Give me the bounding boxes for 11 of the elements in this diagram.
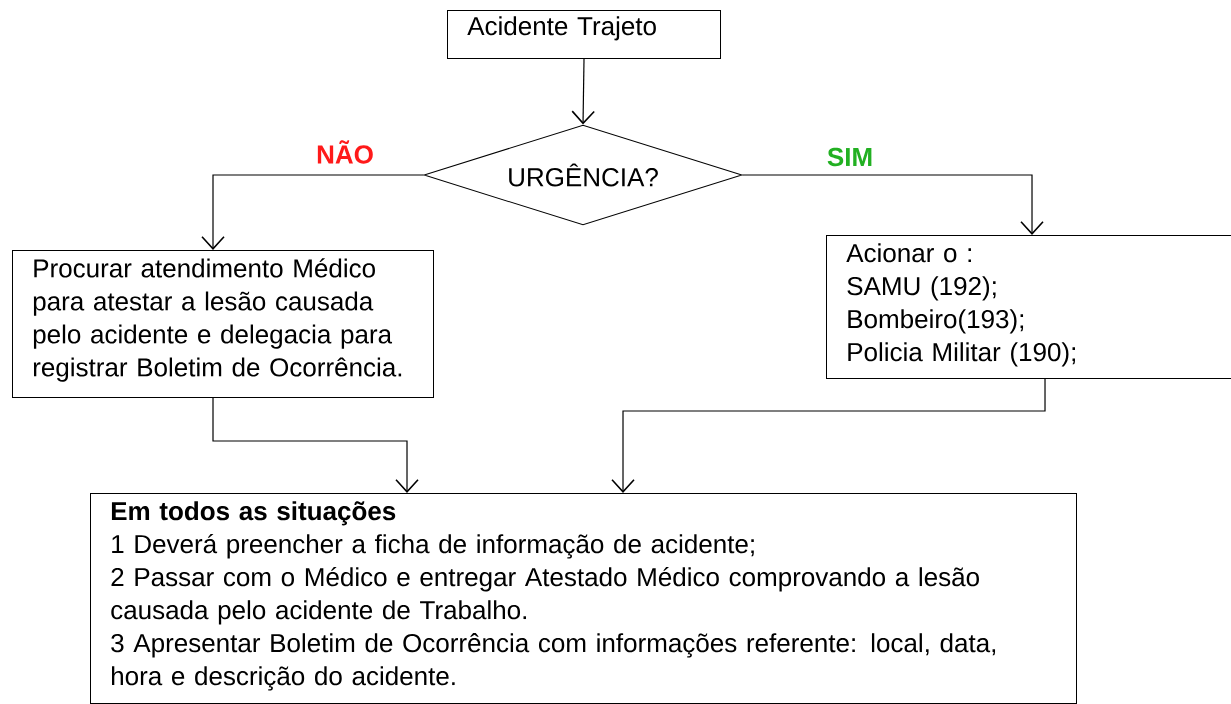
process-box: Em todos as situações 1 Deverá preencher a ficha de informação de acidente; 2 Passar com o Médico e entregar Atestado Médico comprovando a lesão causada pelo acidente de Trabalho. 3 Apresentar Boletim de Ocorrência com informações referente: local, data, hora e descrição do acidente. xyxy=(90,493,1077,704)
arrow xyxy=(571,58,595,125)
arrow xyxy=(611,378,1046,493)
edge-label: SIM xyxy=(825,146,875,168)
process-box: Acidente Trajeto xyxy=(447,10,721,59)
process-box: Procurar atendimento Médico para atestar a lesão causada pelo acidente e delegacia para registrar Boletim de Ocorrência. xyxy=(12,250,434,398)
arrow xyxy=(212,397,419,493)
edge-label: NÃO xyxy=(315,139,375,165)
process-box: Acionar o : SAMU (192); Bombeiro(193); Policia Militar (190); xyxy=(826,235,1231,379)
arrow xyxy=(201,174,425,250)
arrow xyxy=(741,174,1044,235)
